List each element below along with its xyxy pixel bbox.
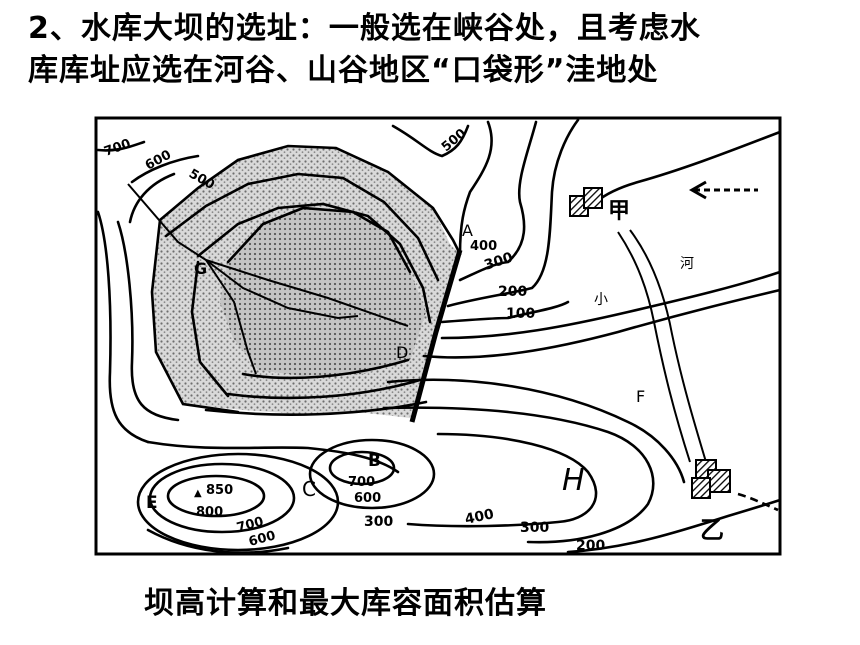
contour-300-south-2	[382, 406, 655, 544]
hill-e-inner	[166, 474, 266, 518]
dashed-road	[737, 492, 779, 512]
reservoir-inner	[220, 208, 426, 376]
label-800-e: 800	[196, 505, 223, 520]
heading-line-1: 2、水库大坝的选址：一般选在峡谷处，且考虑水	[28, 11, 701, 46]
hill-e-southern	[146, 528, 290, 554]
point-label-h: H	[562, 463, 585, 498]
river-bank-north	[440, 270, 782, 340]
contour-500-nw	[128, 172, 176, 224]
town-jia-label: 甲	[608, 199, 630, 224]
reservoir-left-edge	[150, 218, 240, 414]
contour-700-nw	[96, 140, 146, 152]
point-label-b: B	[368, 451, 381, 471]
valley-line-2	[205, 259, 409, 327]
main-river-upper	[594, 130, 782, 204]
contour-100-east	[440, 300, 570, 324]
contour-200-south	[566, 498, 782, 554]
contour-600-nw	[130, 154, 200, 184]
reservoir-bottom-2	[226, 378, 422, 400]
point-label-e: E	[146, 493, 158, 513]
label-400-south: 400	[464, 506, 496, 528]
contour-600-reservoir	[164, 172, 440, 282]
point-label-g: G	[194, 259, 207, 278]
hill-b-outer	[308, 438, 436, 510]
contour-300-south-1	[386, 378, 686, 484]
spot-height-marker: ▲	[194, 488, 202, 499]
contour-300-east	[458, 120, 538, 282]
point-label-a: A	[462, 221, 473, 240]
hill-b-inner	[328, 450, 396, 486]
label-850-e: 850	[206, 483, 233, 498]
river-label: 河	[680, 256, 694, 272]
valley-line-1	[205, 259, 359, 320]
contour-left-2	[116, 220, 180, 422]
tributary-west	[617, 231, 691, 463]
label-700-e: 700	[235, 514, 265, 536]
point-label-d: D	[396, 343, 408, 362]
point-label-f: F	[636, 387, 645, 406]
label-100-a: 100	[506, 306, 535, 322]
hill-e-outer	[136, 452, 340, 552]
reservoir-bottom-1	[241, 358, 410, 380]
contour-400-south	[406, 432, 598, 528]
heading-line-2: 库库址应选在河谷、山谷地区“口袋形”洼地处	[28, 53, 659, 88]
point-label-c: C	[302, 477, 316, 501]
label-200-se: 200	[576, 538, 605, 554]
contour-label-layer: 700 600 500 500 400 300 200 100 300 400 …	[102, 126, 605, 554]
contour-500-north	[391, 124, 470, 158]
slide-caption: 坝高计算和最大库容面积估算	[144, 586, 547, 621]
tributary-east	[629, 229, 707, 463]
reservoir-left-inner	[190, 260, 230, 398]
label-600-b: 600	[354, 491, 381, 506]
label-200-a: 200	[498, 284, 527, 300]
river-bank-south	[422, 288, 782, 359]
contour-500-reservoir	[158, 144, 462, 256]
hill-e-mid	[148, 462, 296, 534]
contour-map: 700 600 500 500 400 300 200 100 300 400 …	[94, 116, 782, 556]
label-300-se: 300	[520, 520, 549, 536]
contour-400-north	[458, 120, 493, 256]
small-river-label: 小	[594, 292, 608, 308]
label-300-south: 300	[364, 514, 393, 530]
label-600-e: 600	[247, 528, 277, 550]
contour-200-east	[446, 118, 580, 308]
spur-line-to-g	[127, 183, 207, 261]
contour-far-left	[96, 210, 150, 444]
town-yi-label: 乙	[700, 516, 724, 544]
valley-line-3	[205, 259, 257, 375]
label-400-a: 400	[470, 239, 497, 254]
contour-inner-ridge	[226, 206, 412, 274]
contour-700-reservoir	[196, 202, 432, 324]
slide-heading: 2、水库大坝的选址：一般选在峡谷处，且考虑水 库库址应选在河谷、山谷地区“口袋形…	[28, 8, 838, 92]
label-700-b: 700	[348, 475, 375, 490]
dam-line	[409, 249, 463, 423]
contour-left-south	[146, 440, 400, 474]
